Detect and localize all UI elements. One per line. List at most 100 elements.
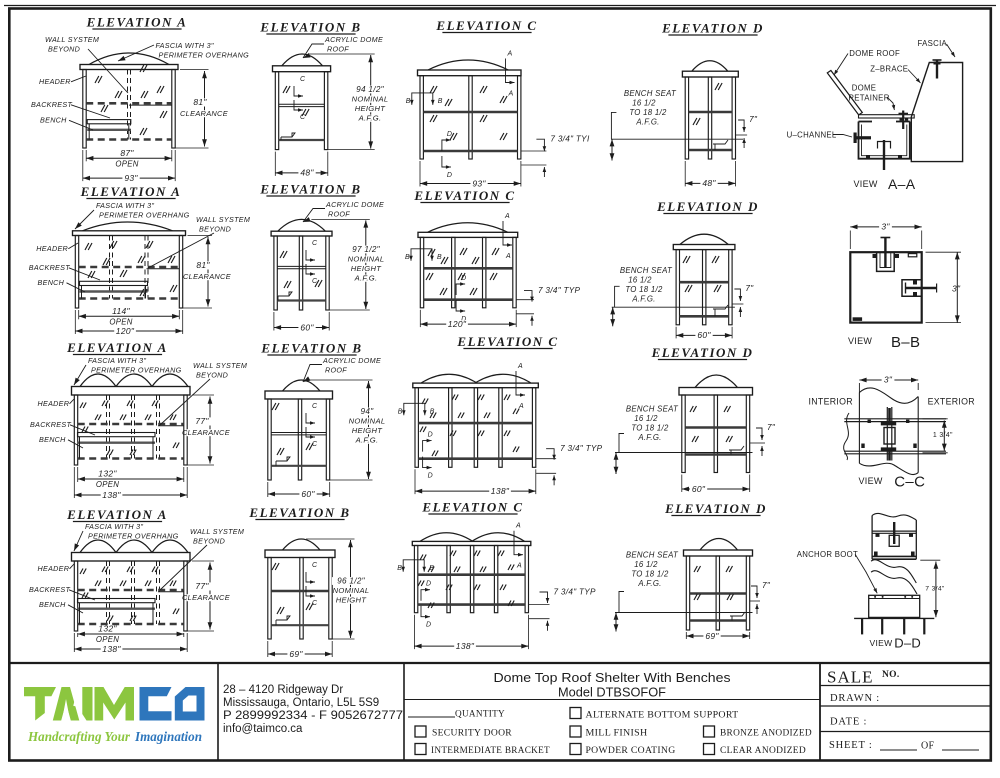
svg-text:A.F.G.: A.F.G. [354, 274, 378, 283]
svg-text:7 3/4" TYP: 7 3/4" TYP [560, 444, 603, 453]
svg-text:60": 60" [301, 489, 315, 499]
svg-text:7 3/4" TYP: 7 3/4" TYP [554, 588, 597, 597]
svg-text:D: D [428, 432, 433, 439]
svg-text:A–A: A–A [888, 176, 916, 192]
svg-text:TO 18 1/2: TO 18 1/2 [625, 285, 663, 294]
svg-text:BEYOND: BEYOND [199, 225, 231, 234]
svg-text:CLEARANCE: CLEARANCE [180, 109, 228, 118]
svg-text:PERIMETER OVERHANG: PERIMETER OVERHANG [159, 51, 250, 60]
svg-text:EXTERIOR: EXTERIOR [928, 397, 975, 407]
svg-text:D–D: D–D [894, 636, 921, 651]
svg-text:Mississauga, Ontario, L5L 5S9: Mississauga, Ontario, L5L 5S9 [223, 697, 379, 709]
svg-text:U–CHANNEL: U–CHANNEL [787, 131, 837, 140]
svg-text:DOME ROOF: DOME ROOF [849, 49, 900, 58]
svg-text:BEYOND: BEYOND [48, 45, 80, 54]
svg-text:BENCH: BENCH [38, 278, 65, 287]
svg-text:C: C [312, 600, 318, 607]
svg-text:7": 7" [762, 581, 771, 590]
svg-text:D: D [426, 581, 431, 588]
svg-text:48": 48" [702, 178, 716, 188]
svg-text:NOMINAL: NOMINAL [352, 95, 389, 104]
svg-text:B: B [430, 408, 435, 415]
svg-text:POWDER COATING: POWDER COATING [586, 746, 676, 756]
svg-text:A.F.G.: A.F.G. [631, 295, 655, 304]
svg-text:HEADER: HEADER [38, 564, 70, 573]
svg-text:P 2899992334 - F 9052672777: P 2899992334 - F 9052672777 [223, 710, 403, 722]
svg-text:BACKREST: BACKREST [31, 100, 72, 109]
svg-text:WALL SYSTEM: WALL SYSTEM [193, 361, 247, 370]
svg-text:C: C [312, 562, 318, 569]
svg-text:48": 48" [300, 168, 314, 178]
svg-text:ELEVATION D: ELEVATION D [656, 199, 759, 214]
svg-text:ACRYLIC DOME: ACRYLIC DOME [324, 35, 383, 44]
svg-text:A: A [515, 523, 521, 530]
svg-text:Z–BRACE: Z–BRACE [870, 65, 908, 74]
svg-text:HEIGHT: HEIGHT [336, 596, 368, 605]
svg-text:NO.: NO. [882, 670, 900, 680]
svg-text:FASCIA WITH 3": FASCIA WITH 3" [85, 522, 143, 531]
svg-text:BENCH: BENCH [39, 435, 66, 444]
svg-text:16 1/2: 16 1/2 [628, 276, 652, 285]
svg-text:ELEVATION A: ELEVATION A [80, 184, 182, 199]
svg-text:ELEVATION C: ELEVATION C [421, 500, 523, 515]
svg-text:C: C [312, 403, 318, 410]
svg-text:1 3/4": 1 3/4" [933, 432, 953, 439]
svg-text:Dome Top Roof Shelter With Ben: Dome Top Roof Shelter With Benches [494, 671, 731, 685]
svg-text:HEADER: HEADER [36, 244, 68, 253]
svg-text:A.F.G.: A.F.G. [358, 114, 382, 123]
svg-text:69": 69" [705, 631, 719, 641]
svg-text:93": 93" [472, 178, 486, 188]
svg-text:BEYOND: BEYOND [196, 371, 228, 380]
svg-text:D: D [461, 316, 466, 323]
svg-text:BENCH SEAT: BENCH SEAT [624, 89, 677, 98]
svg-text:BENCH SEAT: BENCH SEAT [620, 266, 673, 275]
svg-text:B–B: B–B [891, 334, 920, 351]
svg-text:A: A [504, 213, 510, 220]
svg-text:HEADER: HEADER [39, 77, 71, 86]
svg-text:TO 18 1/2: TO 18 1/2 [631, 424, 669, 433]
svg-text:ELEVATION C: ELEVATION C [435, 18, 537, 33]
svg-text:60": 60" [300, 322, 314, 332]
svg-text:138": 138" [491, 486, 510, 496]
svg-text:D: D [447, 172, 452, 179]
svg-text:B: B [438, 98, 443, 105]
svg-text:D: D [447, 131, 452, 138]
svg-text:FASCIA WITH 3": FASCIA WITH 3" [156, 41, 214, 50]
svg-text:87": 87" [120, 148, 134, 158]
svg-text:7 3/4" TYP: 7 3/4" TYP [538, 286, 581, 295]
svg-text:BRONZE ANODIZED: BRONZE ANODIZED [720, 729, 812, 739]
svg-text:77": 77" [195, 416, 209, 426]
svg-text:81": 81" [196, 260, 210, 270]
svg-text:C: C [312, 278, 318, 285]
svg-text:CLEARANCE: CLEARANCE [183, 272, 231, 281]
svg-text:CLEARANCE: CLEARANCE [182, 593, 230, 602]
svg-text:ELEVATION C: ELEVATION C [413, 188, 515, 203]
svg-text:C–C: C–C [894, 474, 925, 491]
svg-text:C: C [300, 76, 306, 83]
svg-text:CLEAR ANODIZED: CLEAR ANODIZED [720, 746, 806, 756]
svg-text:ELEVATION D: ELEVATION D [651, 345, 754, 360]
svg-text:A: A [505, 253, 511, 260]
svg-text:SHEET :: SHEET : [829, 740, 873, 751]
svg-text:ROOF: ROOF [328, 210, 350, 219]
svg-text:A.F.G.: A.F.G. [637, 579, 661, 588]
svg-text:WALL SYSTEM: WALL SYSTEM [45, 35, 99, 44]
svg-text:ELEVATION B: ELEVATION B [248, 505, 350, 520]
svg-text:60": 60" [697, 330, 711, 340]
svg-text:CLEARANCE: CLEARANCE [182, 428, 230, 437]
svg-text:VIEW: VIEW [854, 179, 878, 189]
svg-text:60": 60" [692, 484, 706, 494]
svg-text:A: A [516, 563, 522, 570]
svg-text:NOMINAL: NOMINAL [348, 255, 385, 264]
svg-text:Imagination: Imagination [134, 730, 202, 745]
svg-text:DRAWN :: DRAWN : [830, 693, 880, 704]
svg-text:D: D [428, 473, 433, 480]
svg-text:96 1/2": 96 1/2" [337, 577, 366, 586]
svg-text:PERIMETER OVERHANG: PERIMETER OVERHANG [91, 366, 182, 375]
svg-text:FASCIA WITH 3": FASCIA WITH 3" [96, 201, 154, 210]
svg-text:ALTERNATE BOTTOM SUPPORT: ALTERNATE BOTTOM SUPPORT [586, 711, 739, 721]
svg-text:7": 7" [745, 284, 754, 293]
svg-text:BENCH: BENCH [40, 116, 67, 125]
svg-text:16 1/2: 16 1/2 [634, 414, 658, 423]
svg-text:QUANTITY: QUANTITY [455, 710, 505, 720]
